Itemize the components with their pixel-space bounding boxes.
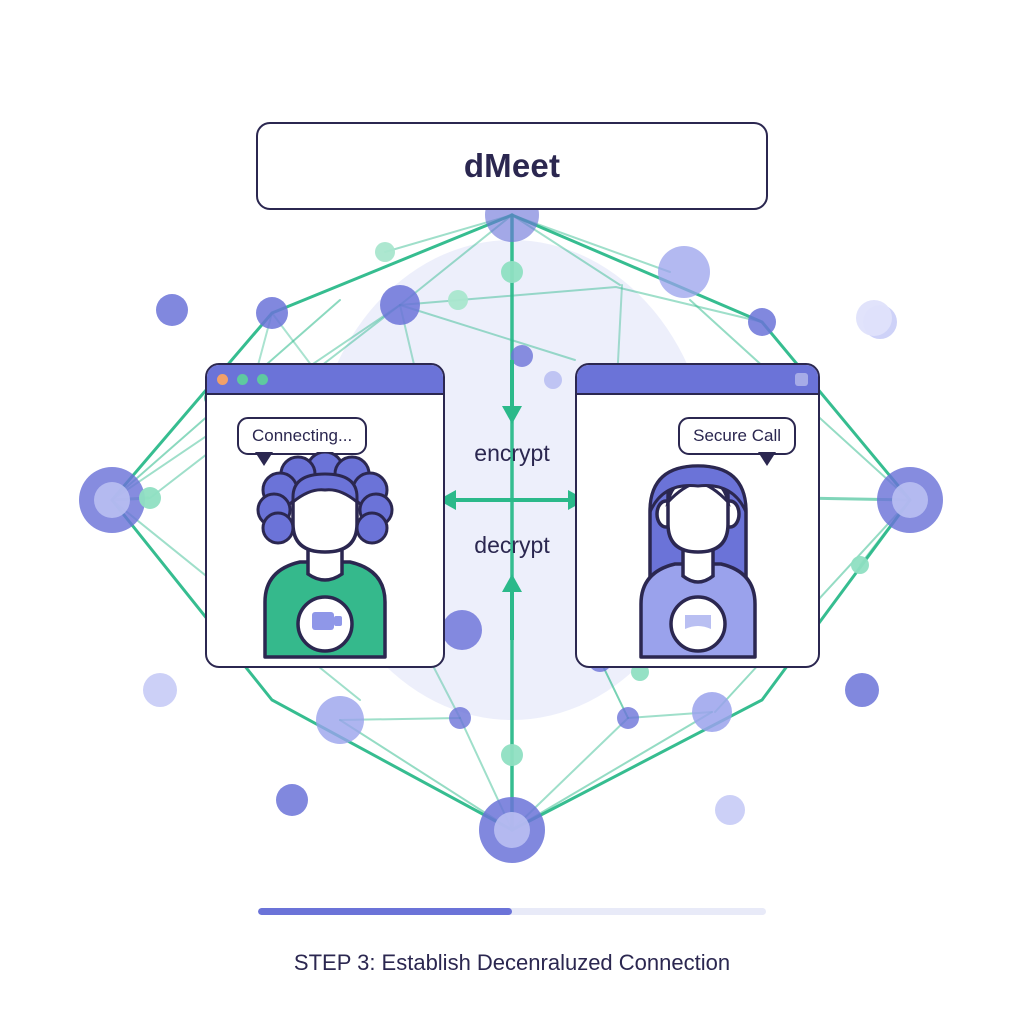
peer-a-avatar — [256, 452, 394, 659]
step-caption: STEP 3: Establish Decenraluzed Connectio… — [293, 950, 731, 975]
arrow-down-icon — [502, 360, 522, 424]
peer-b-status-bubble: Secure Call — [678, 417, 796, 466]
video-camera-icon — [684, 615, 711, 629]
peer-b-window[interactable]: Secure Call — [575, 363, 820, 668]
progress-bar — [258, 908, 766, 915]
hub-node-left — [79, 467, 145, 533]
peer-a-titlebar — [207, 365, 443, 395]
peer-b-titlebar — [577, 365, 818, 395]
video-camera-icon — [312, 612, 342, 630]
arrow-up-icon — [502, 574, 522, 640]
app-title-card: dMeet — [256, 122, 768, 210]
minimize-dot-icon[interactable] — [237, 373, 248, 385]
decrypt-label: decrypt — [474, 532, 550, 558]
page-title: dMeet — [463, 147, 561, 184]
maximize-dot-icon[interactable] — [257, 373, 268, 385]
close-dot-icon[interactable] — [217, 373, 228, 385]
arrow-left-right-icon — [438, 490, 586, 510]
progress-bar-fill — [258, 908, 512, 915]
encrypt-label: encrypt — [474, 440, 550, 466]
peer-b-avatar — [638, 464, 757, 659]
peer-a-window[interactable]: Connecting... — [205, 363, 445, 668]
hub-node-right — [877, 467, 943, 533]
hub-node-bottom — [479, 797, 545, 863]
peer-a-body: Connecting... — [207, 395, 443, 666]
peer-b-body: Secure Call — [577, 395, 818, 666]
peer-a-status-bubble: Connecting... — [237, 417, 368, 466]
center-arrows — [438, 360, 586, 640]
window-control-icon[interactable] — [795, 373, 808, 386]
